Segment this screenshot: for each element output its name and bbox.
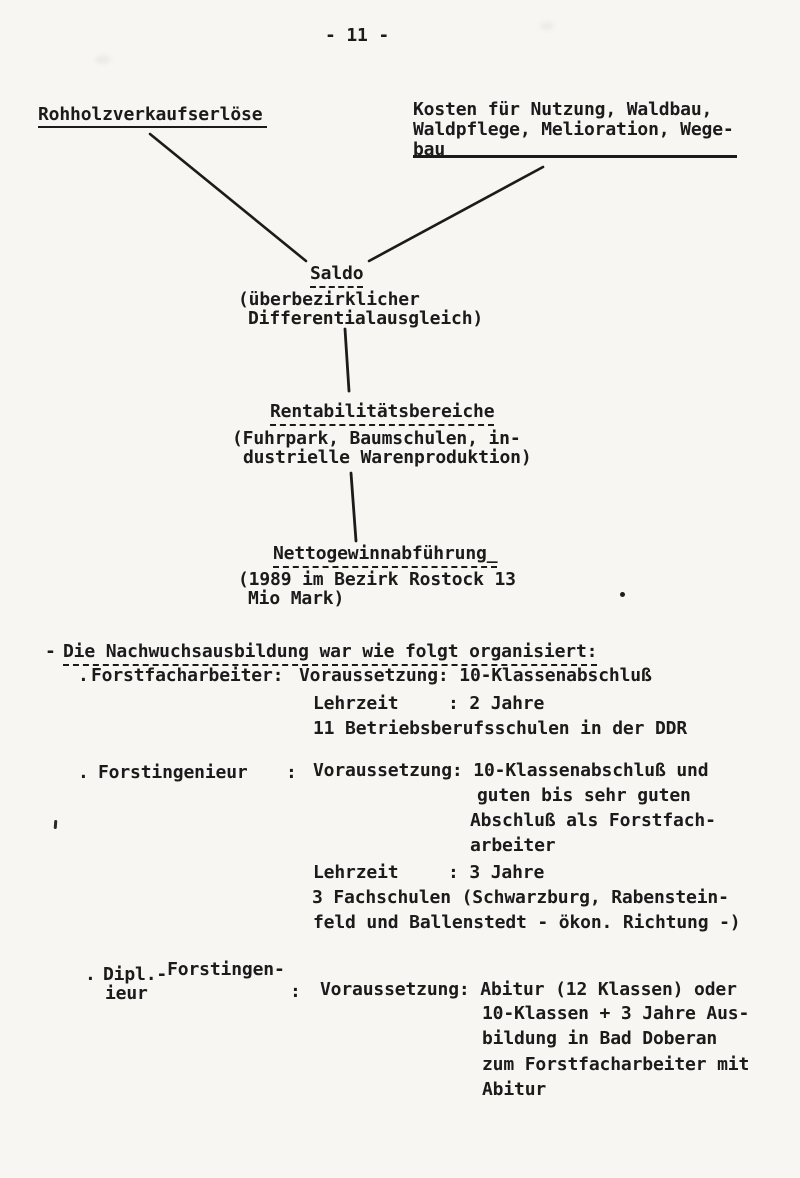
- scan-smudge-left: [95, 55, 111, 64]
- rentability-node-title: Rentabilitätsbereiche: [270, 402, 495, 426]
- ink-speck-tick: [53, 819, 58, 830]
- rentability-node-sub2: dustrielle Warenproduktion): [243, 447, 532, 468]
- item1-label: Forstfacharbeiter:: [91, 665, 284, 686]
- item2-requirement-cont2: Abschluß als Forstfach-: [470, 810, 716, 831]
- item3-label-line1: Dipl.-Forstingen-: [103, 960, 285, 985]
- line-saldo-to-rentability: [343, 327, 351, 393]
- item3-label-line2: ieur: [105, 983, 148, 1004]
- item2-requirement-cont1: guten bis sehr guten: [477, 785, 691, 806]
- netprofit-node-sub1: (1989 im Bezirk Rostock 13: [238, 569, 516, 590]
- item3-requirement-cont2: bildung in Bad Doberan: [482, 1028, 718, 1049]
- saldo-node-sub1: (überbezirklicher: [238, 289, 420, 310]
- rentability-node-sub1: (Fuhrpark, Baumschulen, in-: [232, 428, 521, 449]
- costs-node-line1: Kosten für Nutzung, Waldbau,: [413, 99, 713, 120]
- item3-requirement-cont1: 10-Klassen + 3 Jahre Aus-: [482, 1003, 750, 1024]
- costs-node-underline: [413, 155, 737, 158]
- line-costs-to-saldo: [367, 165, 545, 263]
- item1-lehrzeit-label: Lehrzeit: [313, 693, 399, 714]
- netprofit-node-title: Nettogewinnabführung_: [273, 544, 498, 568]
- costs-node-line3: bau: [413, 139, 446, 160]
- saldo-node-title: Saldo: [310, 264, 364, 288]
- item2-label: Forstingenieur: [98, 762, 248, 783]
- item2-colon: :: [286, 762, 297, 783]
- item1-lehrzeit-value: : 2 Jahre: [448, 693, 545, 714]
- page-number: - 11 -: [325, 25, 390, 46]
- item1-bullet: .: [78, 665, 89, 686]
- item1-schools: 11 Betriebsberufsschulen in der DDR: [313, 718, 688, 739]
- item2-schools-line1: 3 Fachschulen (Schwarzburg, Rabenstein-: [312, 887, 729, 908]
- ink-speck-dot: [620, 592, 625, 597]
- saldo-node-sub2: Differentialausgleich): [248, 308, 484, 329]
- costs-node-line2: Waldpflege, Melioration, Wege-: [413, 119, 734, 140]
- item3-colon: :: [290, 981, 301, 1002]
- item3-label-forstingen: Forstingen-: [167, 959, 285, 980]
- line-rentability-to-netprofit: [349, 471, 358, 543]
- item2-lehrzeit-label: Lehrzeit: [313, 862, 399, 883]
- item3-requirement: Voraussetzung: Abitur (12 Klassen) oder: [320, 979, 737, 1000]
- item3-bullet: .: [85, 964, 96, 985]
- item2-requirement-cont3: arbeiter: [470, 835, 556, 856]
- item3-label-dipl: Dipl.-: [103, 964, 168, 985]
- item2-bullet: .: [78, 762, 89, 783]
- item3-requirement-cont4: Abitur: [482, 1079, 547, 1100]
- netprofit-node-sub2: Mio Mark): [248, 588, 345, 609]
- scan-smudge-top: [540, 22, 554, 30]
- item2-schools-line2: feld und Ballenstedt - ökon. Richtung -): [313, 912, 741, 933]
- item2-requirement: Voraussetzung: 10-Klassenabschluß und: [313, 760, 709, 781]
- heading-dash: -: [45, 641, 56, 662]
- section-heading: Die Nachwuchsausbildung war wie folgt or…: [63, 642, 598, 666]
- item1-requirement: Voraussetzung: 10-Klassenabschluß: [299, 665, 652, 686]
- item3-requirement-cont3: zum Forstfacharbeiter mit: [482, 1054, 750, 1075]
- revenue-node-label: Rohholzverkaufserlöse: [38, 105, 268, 128]
- item2-lehrzeit-value: : 3 Jahre: [448, 862, 545, 883]
- line-revenue-to-saldo: [148, 132, 308, 263]
